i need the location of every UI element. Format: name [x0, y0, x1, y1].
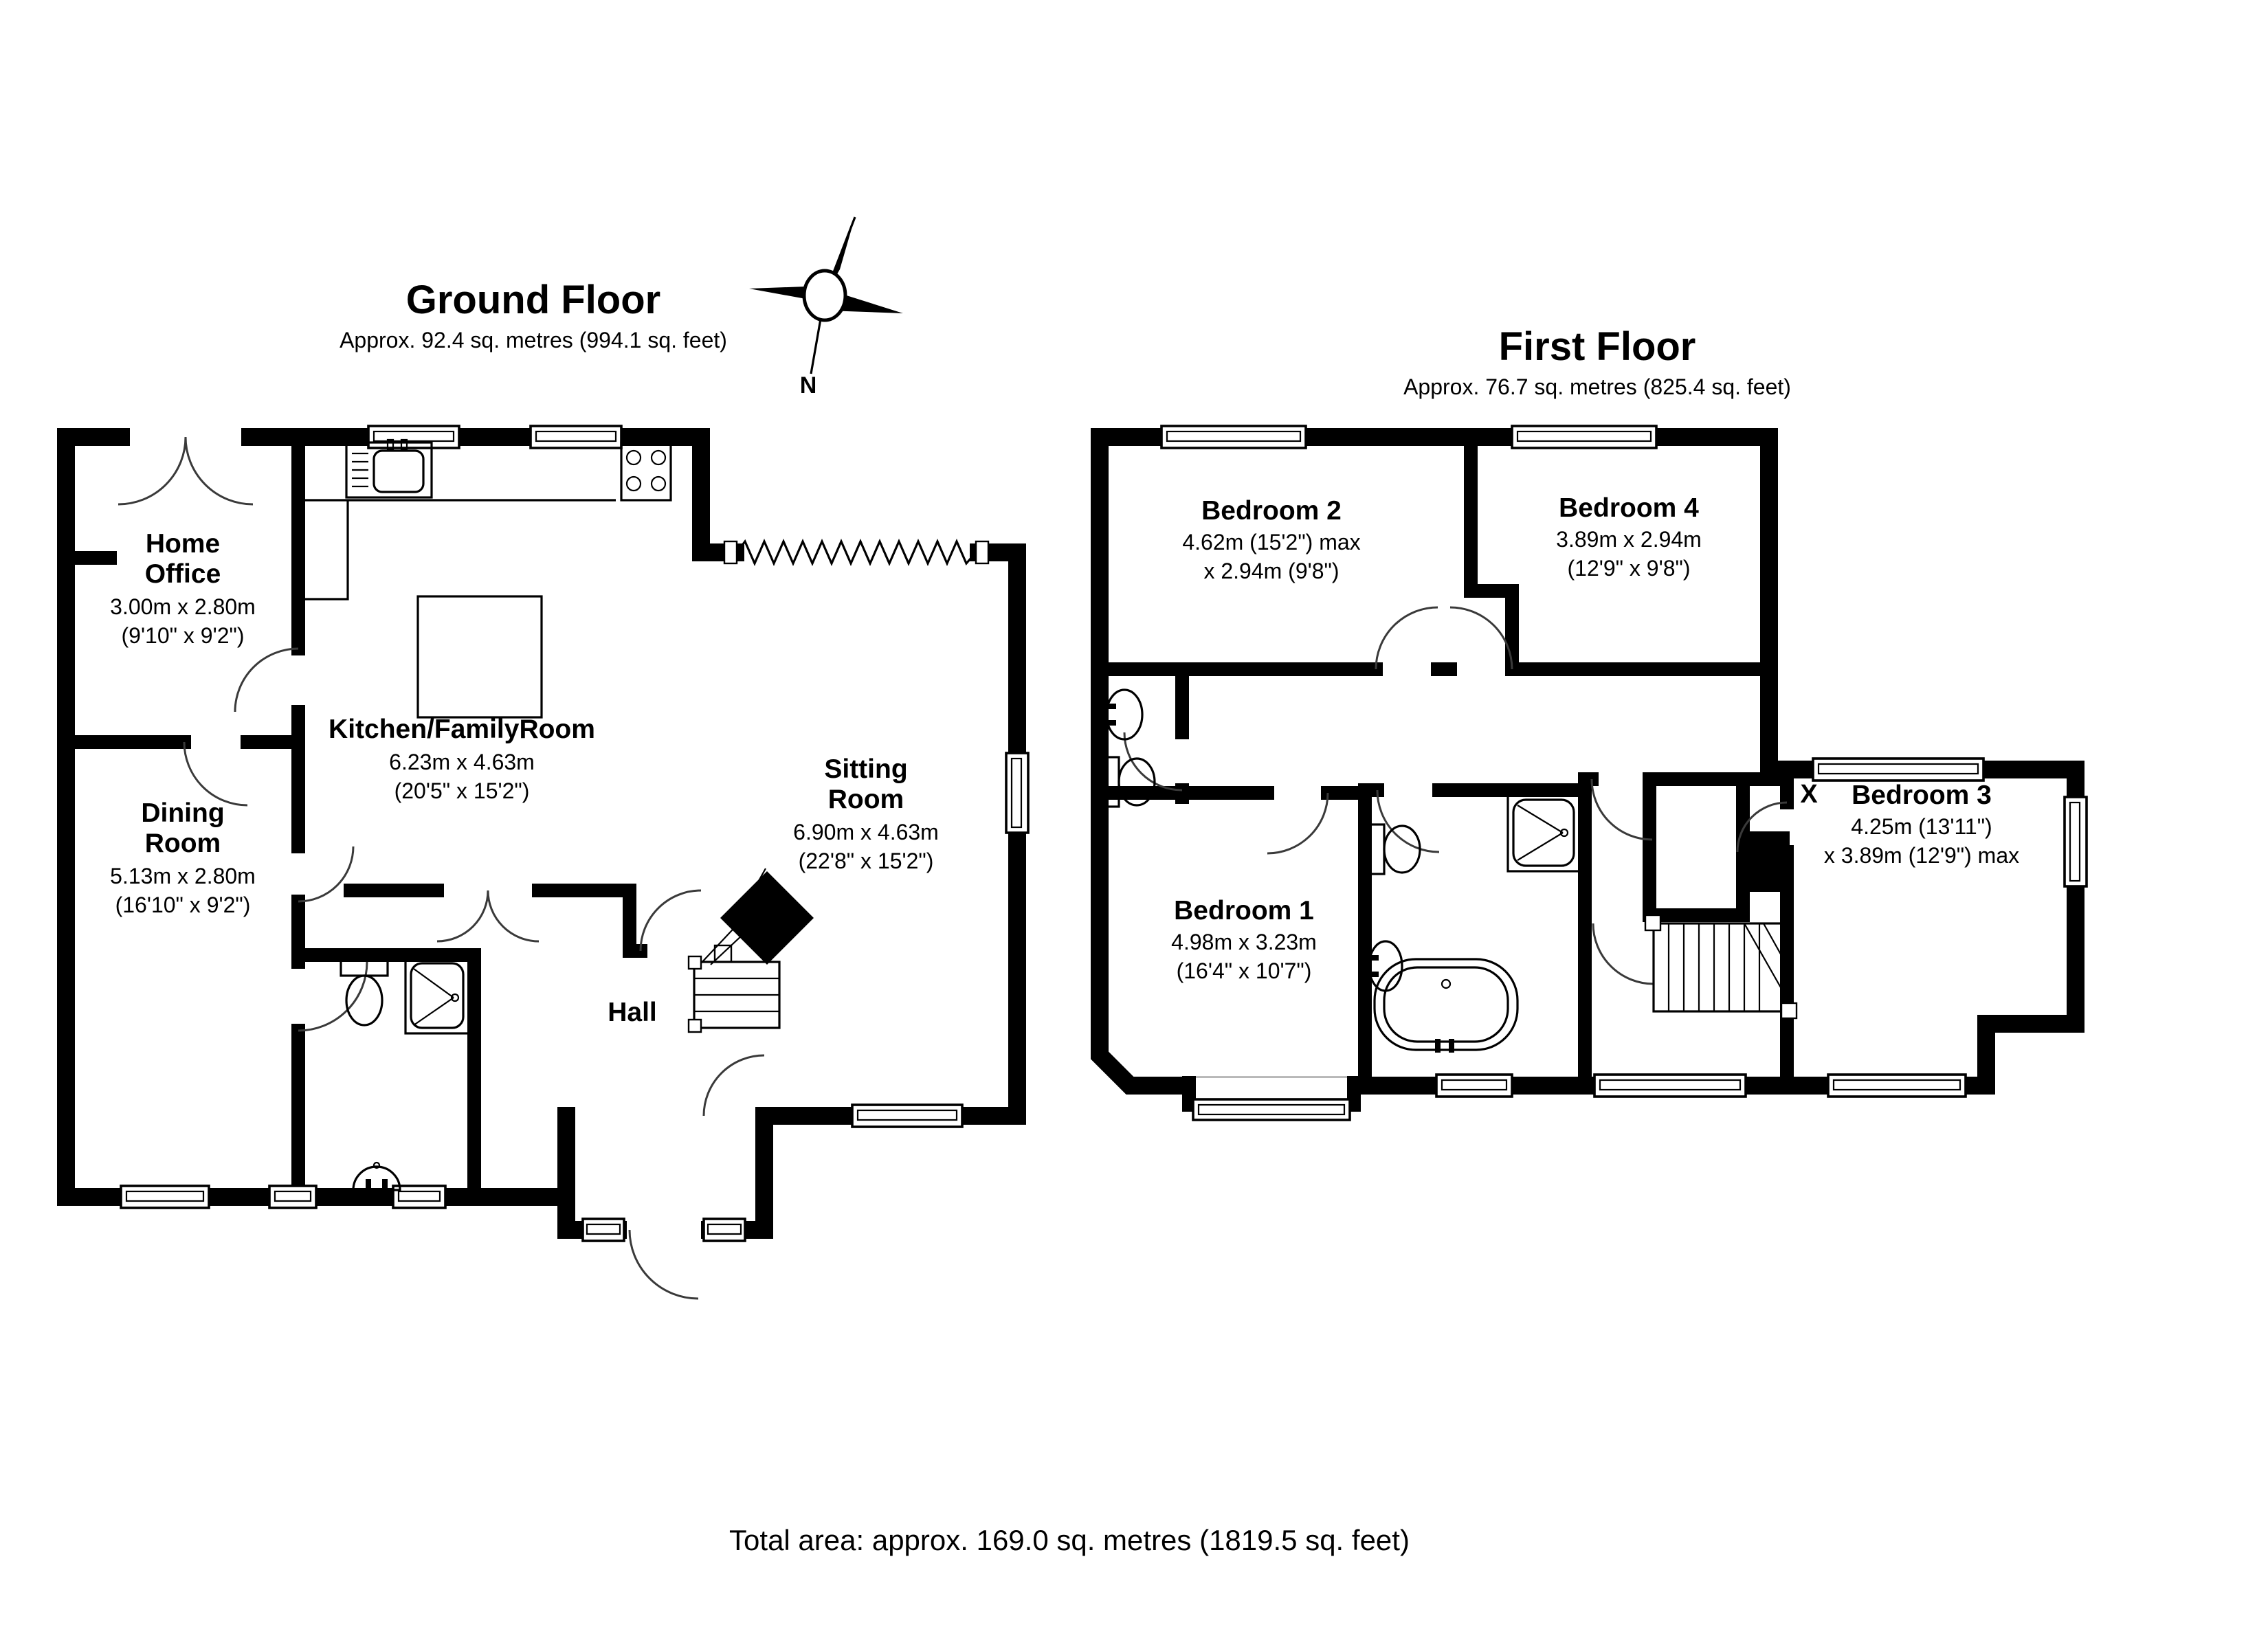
window: [268, 1185, 318, 1209]
toilet-icon: [1102, 756, 1156, 808]
compass-rose-icon: N: [749, 216, 903, 399]
svg-text:5.13m x 2.80m: 5.13m x 2.80m: [110, 864, 256, 888]
ground-floor-title: Ground Floor: [406, 278, 661, 322]
window: [392, 1185, 447, 1209]
svg-text:Room: Room: [145, 829, 221, 858]
ground-floor-plan: N Ground Floor Approx. 92.4 sq. metres (…: [57, 216, 1030, 1300]
room-label-kitchen: Kitchen/FamilyRoom 6.23m x 4.63m (20'5" …: [329, 715, 595, 803]
room-label-bedroom2: Bedroom 2 4.62m (15'2") max x 2.94m (9'8…: [1182, 496, 1360, 583]
room-label-hall: Hall: [608, 998, 657, 1027]
svg-text:Kitchen/FamilyRoom: Kitchen/FamilyRoom: [329, 715, 595, 744]
svg-text:4.62m (15'2") max: 4.62m (15'2") max: [1182, 530, 1360, 554]
svg-text:Office: Office: [145, 559, 221, 589]
sink-icon: [352, 1161, 401, 1191]
ground-floor-subtitle: Approx. 92.4 sq. metres (994.1 sq. feet): [340, 328, 727, 352]
svg-text:(12'9" x 9'8"): (12'9" x 9'8"): [1567, 556, 1690, 581]
sink-icon: [1104, 688, 1144, 741]
svg-text:Bedroom 1: Bedroom 1: [1174, 896, 1314, 926]
svg-text:4.25m (13'11"): 4.25m (13'11"): [1851, 814, 1992, 839]
window: [120, 1185, 210, 1209]
sink-icon: [1368, 940, 1403, 992]
window: [1827, 1073, 1967, 1098]
window: [1511, 425, 1658, 449]
door-arcs-ground: [118, 436, 765, 1300]
svg-text:Sitting: Sitting: [824, 754, 907, 784]
window: [1160, 425, 1307, 449]
shower-icon: [1507, 793, 1581, 873]
room-label-home-office: Home Office 3.00m x 2.80m (9'10" x 9'2"): [110, 529, 256, 648]
kitchen-sink-icon: [345, 438, 433, 499]
toilet-icon: [1368, 823, 1421, 875]
shower-icon: [404, 956, 470, 1035]
window: [1005, 752, 1030, 834]
room-label-bedroom4: Bedroom 4 3.89m x 2.94m (12'9" x 9'8"): [1556, 493, 1702, 581]
svg-text:Bedroom 3: Bedroom 3: [1852, 781, 1992, 810]
svg-text:(16'10" x 9'2"): (16'10" x 9'2"): [115, 893, 251, 917]
window: [581, 1218, 625, 1242]
window: [1435, 1073, 1513, 1098]
room-name: Office: [145, 559, 221, 589]
window: [1593, 1073, 1747, 1098]
svg-text:Dining: Dining: [141, 798, 224, 828]
window: [529, 425, 623, 449]
window: [1192, 1098, 1351, 1121]
room-label-bedroom3: Bedroom 3 4.25m (13'11") x 3.89m (12'9")…: [1824, 781, 2019, 868]
svg-text:6.90m x 4.63m: 6.90m x 4.63m: [793, 820, 939, 844]
svg-text:3.00m x 2.80m: 3.00m x 2.80m: [110, 594, 256, 619]
stairs-icon: [1644, 914, 1798, 1020]
first-floor-plan: X First Floor Approx. 76.7 sq. metres (8…: [1091, 324, 2088, 1121]
first-floor-title: First Floor: [1499, 324, 1696, 369]
svg-text:Bedroom 2: Bedroom 2: [1201, 496, 1342, 526]
room-label-sitting: Sitting Room 6.90m x 4.63m (22'8" x 15'2…: [793, 754, 939, 873]
window: [367, 425, 460, 449]
svg-text:Room: Room: [828, 785, 904, 814]
room-label-dining: Dining Room 5.13m x 2.80m (16'10" x 9'2"…: [110, 798, 256, 917]
zigzag-opening: [723, 539, 990, 566]
svg-text:(22'8" x 15'2"): (22'8" x 15'2"): [799, 849, 934, 873]
toilet-icon: [340, 958, 389, 1027]
window: [2063, 796, 2088, 888]
svg-text:(20'5" x 15'2"): (20'5" x 15'2"): [394, 778, 530, 803]
stove-icon: [620, 441, 672, 502]
svg-text:x 2.94m (9'8"): x 2.94m (9'8"): [1203, 559, 1339, 583]
window: [702, 1218, 746, 1242]
total-area-label: Total area: approx. 169.0 sq. metres (18…: [729, 1524, 1410, 1556]
compass-n-label: N: [800, 372, 817, 399]
svg-text:Home: Home: [146, 529, 220, 559]
window: [1812, 757, 1985, 782]
stairs-icon: [687, 868, 781, 1033]
room-label-bedroom1: Bedroom 1 4.98m x 3.23m (16'4" x 10'7"): [1171, 896, 1317, 983]
svg-text:4.98m x 3.23m: 4.98m x 3.23m: [1171, 930, 1317, 954]
bathtub-icon: [1373, 958, 1519, 1053]
fireplace-icon: [713, 871, 814, 965]
svg-text:(16'4" x 10'7"): (16'4" x 10'7"): [1177, 958, 1312, 983]
svg-text:Bedroom 4: Bedroom 4: [1559, 493, 1699, 523]
room-name: Home: [146, 529, 220, 559]
stair-mark: X: [1800, 780, 1818, 809]
svg-text:3.89m x 2.94m: 3.89m x 2.94m: [1556, 527, 1702, 552]
kitchen-counter: [298, 499, 616, 601]
kitchen-island: [416, 595, 543, 719]
first-floor-subtitle: Approx. 76.7 sq. metres (825.4 sq. feet): [1403, 374, 1791, 399]
window: [851, 1103, 964, 1128]
door-arcs-first: [1123, 606, 1788, 985]
first-floor-walls: [1091, 428, 2084, 1112]
svg-text:x 3.89m (12'9") max: x 3.89m (12'9") max: [1824, 843, 2019, 868]
svg-text:(9'10" x 9'2"): (9'10" x 9'2"): [121, 623, 244, 648]
svg-text:6.23m x 4.63m: 6.23m x 4.63m: [389, 750, 535, 774]
